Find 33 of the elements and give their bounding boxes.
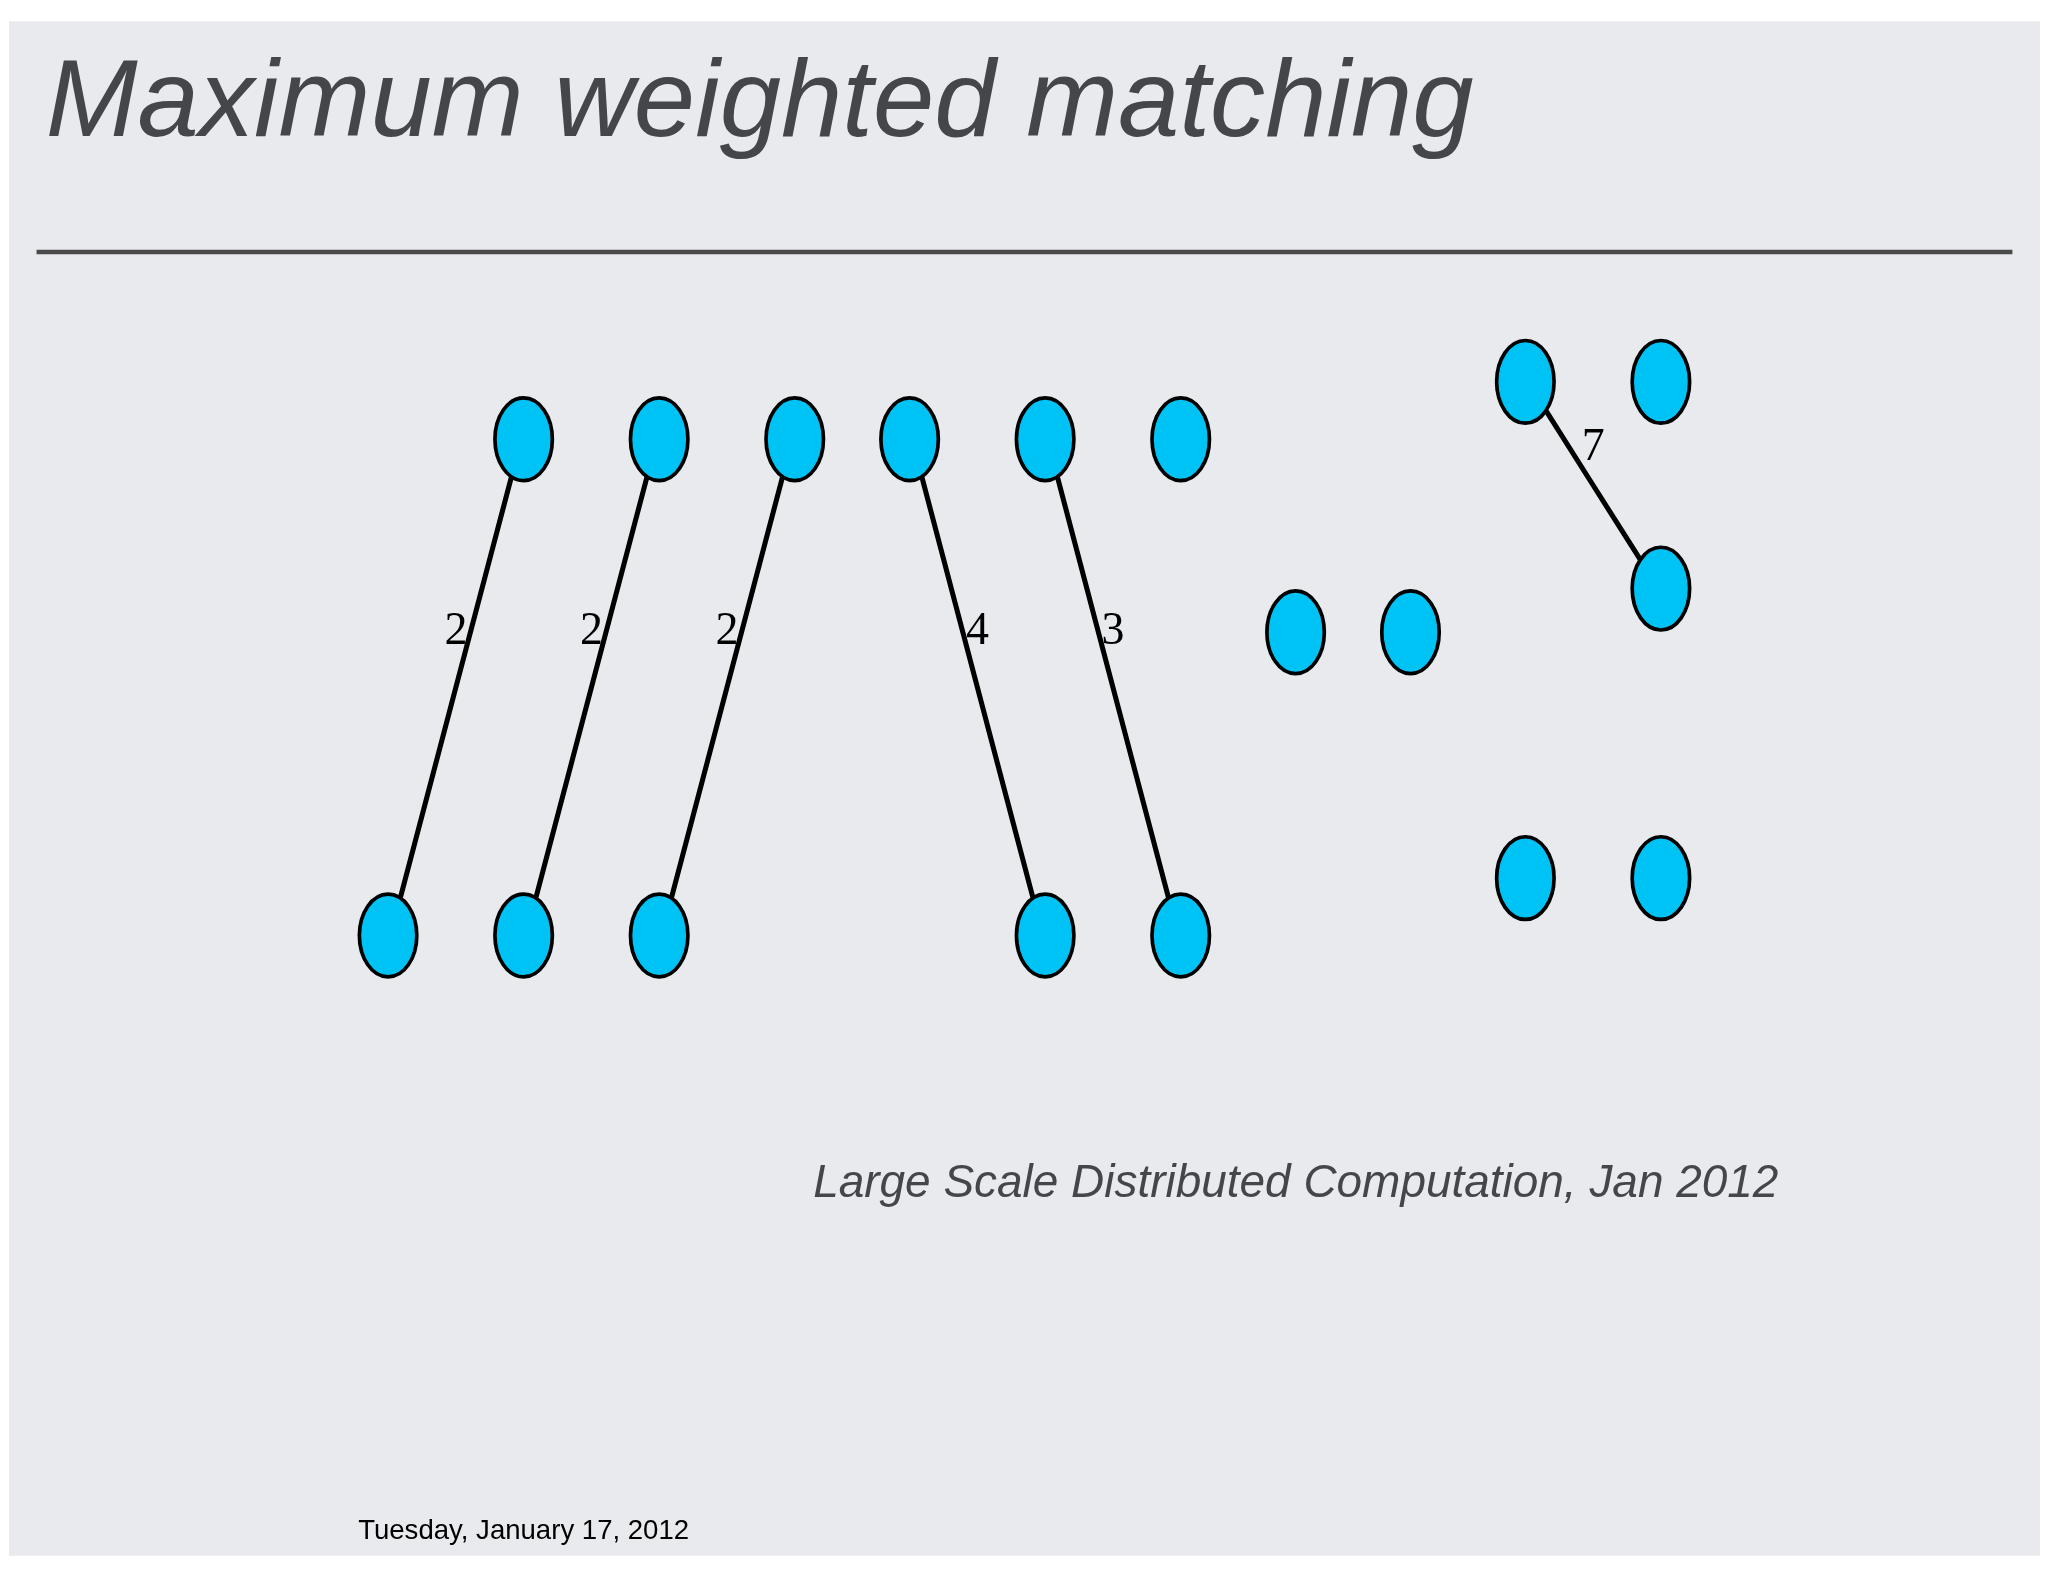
- connector: [397, 475, 514, 898]
- edge-label: 7: [1581, 418, 1605, 470]
- edge-label: 3: [1100, 602, 1124, 654]
- node-ellipse: [1629, 338, 1691, 425]
- connector: [1543, 409, 1642, 561]
- node-ellipse: [763, 395, 825, 482]
- node-ellipse: [492, 891, 554, 979]
- connector: [919, 476, 1035, 899]
- node-ellipse: [492, 395, 554, 482]
- caption: Large Scale Distributed Computation, Jan 2012: [812, 1154, 1778, 1207]
- node-ellipse: [628, 891, 690, 979]
- connector: [668, 475, 785, 898]
- node-ellipse: [1494, 834, 1556, 921]
- edge-label: 2: [443, 602, 467, 654]
- node-ellipse: [1629, 544, 1691, 632]
- edge-label: 2: [714, 602, 738, 654]
- node-ellipse: [1149, 891, 1211, 979]
- edge-label: 2: [579, 602, 603, 654]
- node-ellipse: [1379, 588, 1441, 675]
- label: Tuesday, January 17, 2012: [357, 1513, 689, 1545]
- edge-label: 4: [965, 602, 989, 654]
- connector: [533, 475, 649, 898]
- connector: [1054, 476, 1171, 899]
- node-ellipse: [1264, 588, 1326, 675]
- node-ellipse: [1014, 395, 1076, 482]
- node-ellipse: [1149, 395, 1211, 482]
- node-ellipse: [357, 891, 419, 979]
- node-ellipse: [1014, 891, 1076, 979]
- node-ellipse: [1629, 834, 1691, 921]
- node-ellipse: [878, 395, 940, 482]
- diagram-title: Maximum weighted matching: [45, 35, 1474, 159]
- node-ellipse: [1494, 338, 1556, 425]
- node-ellipse: [628, 395, 690, 482]
